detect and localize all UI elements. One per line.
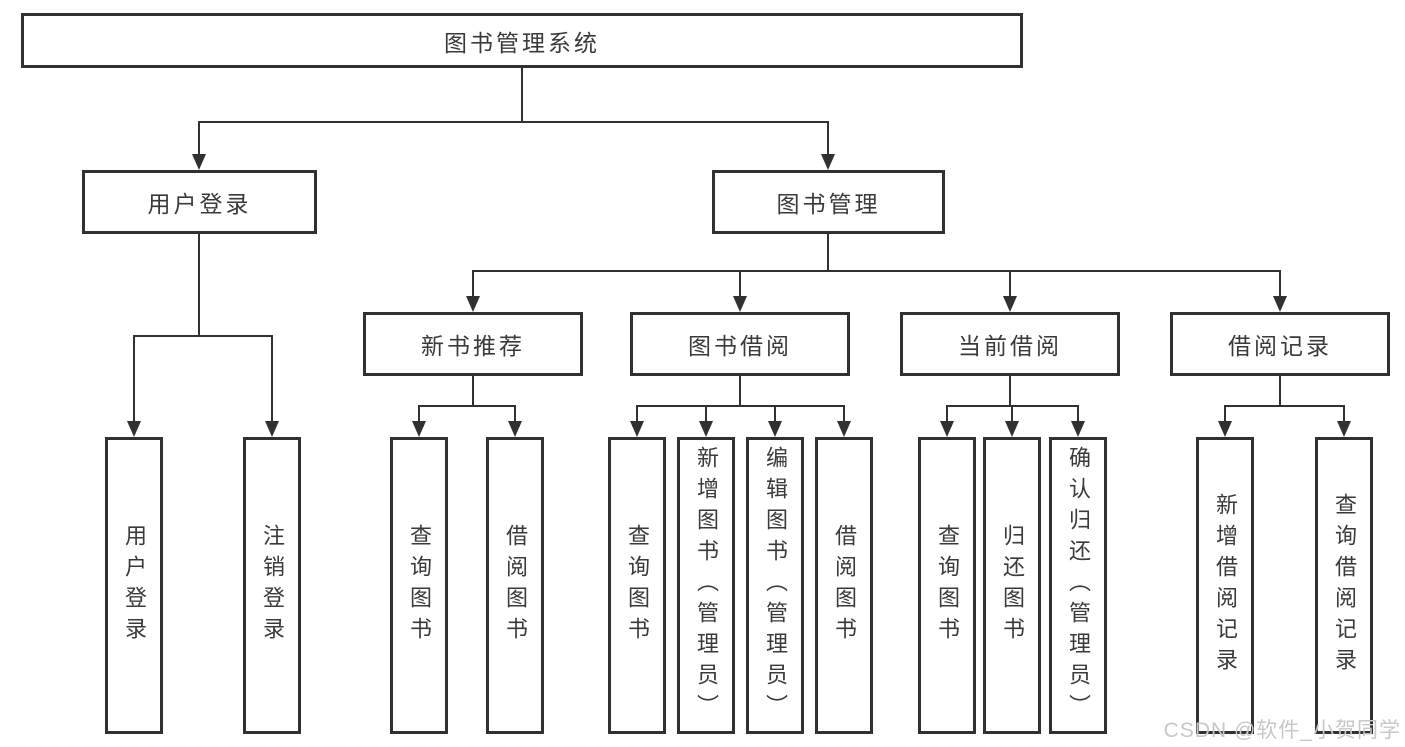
leaf-logout: 注销登录 bbox=[243, 437, 301, 734]
connector-book-borrowing-stem bbox=[739, 376, 741, 406]
arrow-down-icon bbox=[1218, 421, 1232, 437]
leaf-add-borrow-record-label: 新增借阅记录 bbox=[1213, 492, 1238, 679]
leaf-return-books-label: 归还图书 bbox=[1000, 523, 1025, 648]
node-root-label: 图书管理系统 bbox=[444, 29, 600, 56]
node-book-borrowing-label: 图书借阅 bbox=[688, 333, 792, 359]
leaf-borrow-books-label: 借阅图书 bbox=[832, 523, 857, 648]
connector-leaf-drop bbox=[705, 406, 707, 423]
leaf-borrow-books: 借阅图书 bbox=[815, 437, 873, 734]
arrow-down-icon bbox=[127, 421, 141, 437]
arrow-down-icon bbox=[1273, 296, 1287, 312]
connector-to-user-login bbox=[198, 122, 200, 156]
connector-to-leaf-logout bbox=[271, 336, 273, 423]
connector-leaf-drop bbox=[1224, 406, 1226, 423]
node-book-borrowing: 图书借阅 bbox=[630, 312, 850, 376]
leaf-query-borrow-record-label: 查询借阅记录 bbox=[1332, 492, 1357, 679]
arrow-down-icon bbox=[630, 421, 644, 437]
arrow-down-icon bbox=[508, 421, 522, 437]
connector-current-borrowing-stem bbox=[1009, 376, 1011, 406]
leaf-query-borrow-record: 查询借阅记录 bbox=[1315, 437, 1373, 734]
leaf-query-books-current: 查询图书 bbox=[918, 437, 976, 734]
connector-root-split bbox=[198, 121, 829, 123]
node-root: 图书管理系统 bbox=[21, 13, 1023, 68]
connector-book-management-stem bbox=[827, 234, 829, 271]
connector-new-book-stem bbox=[472, 376, 474, 406]
leaf-borrow-books-recommend-label: 借阅图书 bbox=[503, 523, 528, 648]
arrow-down-icon bbox=[733, 296, 747, 312]
leaf-user-login-label: 用户登录 bbox=[122, 523, 147, 648]
connector-leaf-drop bbox=[514, 406, 516, 423]
connector-leaf-drop bbox=[774, 406, 776, 423]
node-new-book-recommend: 新书推荐 bbox=[363, 312, 583, 376]
arrow-down-icon bbox=[1005, 421, 1019, 437]
leaf-query-books-recommend: 查询图书 bbox=[390, 437, 448, 734]
node-user-login-label: 用户登录 bbox=[147, 191, 252, 217]
watermark: CSDN @软件_小贺同学 bbox=[1163, 719, 1401, 742]
arrow-down-icon bbox=[768, 421, 782, 437]
leaf-borrow-books-recommend: 借阅图书 bbox=[486, 437, 544, 734]
node-book-management-label: 图书管理 bbox=[776, 191, 881, 217]
connector-book-management-split bbox=[472, 270, 1281, 272]
node-book-management: 图书管理 bbox=[712, 170, 945, 234]
connector-leaf-drop bbox=[946, 406, 948, 423]
leaf-confirm-return-admin-label: 确认归还（管理员） bbox=[1066, 446, 1091, 725]
connector-to-borrowing-records bbox=[1279, 271, 1281, 298]
leaf-edit-books-admin-label: 编辑图书（管理员） bbox=[763, 446, 788, 725]
arrow-down-icon bbox=[192, 154, 206, 170]
connector-book-borrowing-split bbox=[636, 405, 845, 407]
node-new-book-recommend-label: 新书推荐 bbox=[421, 333, 525, 359]
connector-to-current-borrowing bbox=[1009, 271, 1011, 298]
leaf-query-books-borrowing-label: 查询图书 bbox=[625, 523, 650, 648]
leaf-edit-books-admin: 编辑图书（管理员） bbox=[746, 437, 804, 734]
leaf-query-books-borrowing: 查询图书 bbox=[608, 437, 666, 734]
connector-user-login-stem bbox=[198, 234, 200, 336]
arrow-down-icon bbox=[466, 296, 480, 312]
node-current-borrowing: 当前借阅 bbox=[900, 312, 1120, 376]
leaf-query-books-recommend-label: 查询图书 bbox=[407, 523, 432, 648]
arrow-down-icon bbox=[1337, 421, 1351, 437]
connector-to-new-book-recommend bbox=[472, 271, 474, 298]
connector-to-leaf-user-login bbox=[133, 336, 135, 423]
leaf-add-books-admin-label: 新增图书（管理员） bbox=[694, 446, 719, 725]
connector-borrowing-records-split bbox=[1224, 405, 1345, 407]
node-borrowing-records-label: 借阅记录 bbox=[1228, 333, 1332, 359]
connector-leaf-drop bbox=[1011, 406, 1013, 423]
connector-root-stem bbox=[521, 68, 523, 122]
arrow-down-icon bbox=[699, 421, 713, 437]
connector-leaf-drop bbox=[1343, 406, 1345, 423]
leaf-add-borrow-record: 新增借阅记录 bbox=[1196, 437, 1254, 734]
arrow-down-icon bbox=[837, 421, 851, 437]
node-borrowing-records: 借阅记录 bbox=[1170, 312, 1390, 376]
connector-borrowing-records-stem bbox=[1279, 376, 1281, 406]
leaf-query-books-current-label: 查询图书 bbox=[935, 523, 960, 648]
arrow-down-icon bbox=[821, 154, 835, 170]
arrow-down-icon bbox=[265, 421, 279, 437]
connector-leaf-drop bbox=[418, 406, 420, 423]
connector-to-book-borrowing bbox=[739, 271, 741, 298]
arrow-down-icon bbox=[940, 421, 954, 437]
leaf-confirm-return-admin: 确认归还（管理员） bbox=[1049, 437, 1107, 734]
connector-leaf-drop bbox=[1077, 406, 1079, 423]
connector-new-book-split bbox=[418, 405, 516, 407]
arrow-down-icon bbox=[412, 421, 426, 437]
node-user-login: 用户登录 bbox=[82, 170, 317, 234]
node-current-borrowing-label: 当前借阅 bbox=[958, 333, 1062, 359]
connector-to-book-management bbox=[827, 122, 829, 156]
leaf-logout-label: 注销登录 bbox=[260, 523, 285, 648]
leaf-add-books-admin: 新增图书（管理员） bbox=[677, 437, 735, 734]
leaf-return-books: 归还图书 bbox=[983, 437, 1041, 734]
arrow-down-icon bbox=[1003, 296, 1017, 312]
connector-leaf-drop bbox=[636, 406, 638, 423]
arrow-down-icon bbox=[1071, 421, 1085, 437]
leaf-user-login: 用户登录 bbox=[105, 437, 163, 734]
connector-user-login-split bbox=[133, 335, 273, 337]
connector-leaf-drop bbox=[843, 406, 845, 423]
